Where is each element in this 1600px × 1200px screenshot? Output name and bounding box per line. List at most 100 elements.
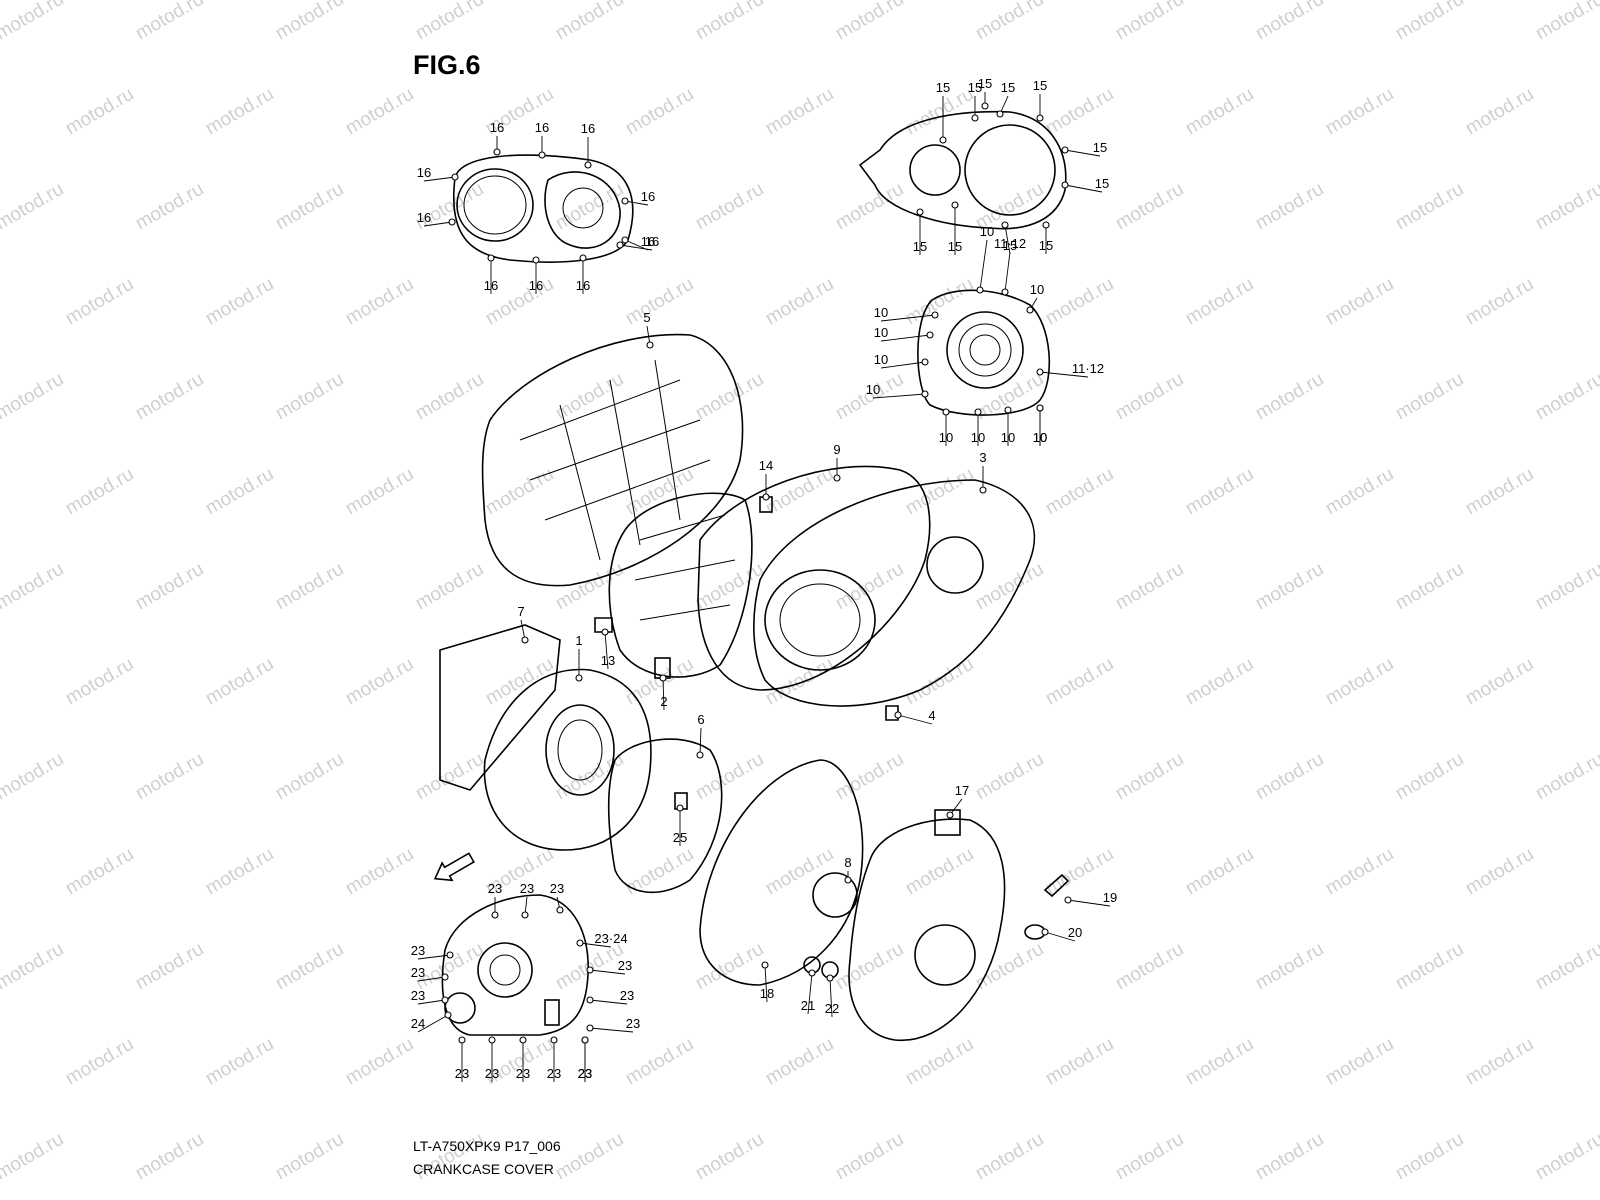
callout-clutch-cover: 10 [1033,430,1047,445]
callout-bottom-left-cover: 23 [578,1066,592,1081]
fastener-point [621,236,629,244]
callout-main: 21 [801,998,815,1013]
fastener-point [521,636,529,644]
fastener-point [521,911,529,919]
callout-main: 6 [697,712,704,727]
fastener-point [1064,896,1072,904]
callout-bottom-left-cover: 23 [626,1016,640,1031]
fastener-point [621,197,629,205]
fastener-point [939,136,947,144]
callout-main: 5 [643,310,650,325]
callout-top-left-cover: 16 [641,189,655,204]
callout-bottom-left-cover: 23 [488,881,502,896]
leader-line [872,393,926,399]
fastener-point [601,628,609,636]
leader-line [417,1014,449,1033]
fastener-point [488,1036,496,1044]
fastener-point [556,906,564,914]
fastener-point [1042,221,1050,229]
callout-bottom-left-cover: 23 [578,1066,592,1081]
callout-clutch-cover: 10 [971,430,985,445]
leader-line [880,334,931,342]
callout-bottom-left-cover: 23·24 [594,931,627,946]
fastener-point [996,110,1004,118]
fastener-point [519,1036,527,1044]
callout-main: 8 [844,855,851,870]
leader-line [589,999,628,1005]
callout-bottom-left-cover: 23 [516,1066,530,1081]
fastener-point [575,674,583,682]
shroud [608,492,753,678]
callout-clutch-cover: 10 [874,325,888,340]
callout-top-left-cover: 16 [490,120,504,135]
callout-top-left-cover: 16 [581,121,595,136]
callout-top-left-cover: 16 [417,210,431,225]
cover-17 [848,809,1006,1041]
callout-top-right-cover: 15 [1033,78,1047,93]
callout-bottom-left-cover: 23 [618,958,632,973]
callout-bottom-left-cover: 23 [520,881,534,896]
fastener-point [894,711,902,719]
leader-line [1067,899,1111,907]
leader-line [764,964,768,1003]
callout-main: 19 [1103,890,1117,905]
model-code: LT-A750XPK9 P17_006 [413,1138,561,1154]
callout-bottom-left-cover: 23 [547,1066,561,1081]
leader-line [423,176,456,182]
callout-main: 3 [979,450,986,465]
callout-main: 25 [673,830,687,845]
leader-line [1004,251,1011,293]
cover-16 [453,154,634,263]
callout-bottom-left-cover: 23 [411,943,425,958]
fastener-point [761,961,769,969]
callout-top-right-cover: 15 [978,76,992,91]
fastener-point [826,974,834,982]
callout-top-right-cover: 15 [968,80,982,95]
leader-line [417,954,451,960]
fastener-point [676,804,684,812]
gasket-18 [699,759,864,986]
callout-top-right-cover: 15 [1001,80,1015,95]
callout-bottom-left-cover: 24 [411,1016,425,1031]
gasket-9-cover-3 [697,465,1036,707]
leader-line [807,972,813,1015]
cover-5 [481,333,744,587]
fastener-point [444,1011,452,1019]
leader-line [829,977,833,1018]
fastener-point [487,254,495,262]
callout-top-left-cover: 16 [641,234,655,249]
fastener-point [1036,404,1044,412]
housing-1 [439,624,652,851]
callout-main: 13 [601,653,615,668]
callout-main: 9 [833,442,840,457]
leader-line [1064,149,1101,157]
callout-main: 7 [517,604,524,619]
callout-top-left-cover: 16 [484,278,498,293]
fastener-point [441,973,449,981]
leader-line [624,239,649,251]
clutch-cover [917,289,1051,416]
fastener-point [550,1036,558,1044]
callout-main: 18 [760,986,774,1001]
leader-line [880,361,926,369]
leader-line [979,239,988,291]
diagram-subtitle: CRANKCASE COVER [413,1161,554,1177]
fastener-point [586,996,594,1004]
callout-bottom-left-cover: 23 [411,988,425,1003]
callout-bottom-left-cover: 23 [550,881,564,896]
callout-top-right-cover: 15 [1039,238,1053,253]
small-parts [594,496,1070,979]
fastener-point [448,218,456,226]
callout-bottom-left-cover: 23 [411,965,425,980]
fastener-point [646,341,654,349]
fastener-point [916,208,924,216]
fastener-point [1041,928,1049,936]
leader-line [579,942,612,948]
callout-main: 4 [928,708,935,723]
leader-line [1004,224,1011,255]
fastener-point [926,331,934,339]
fastener-point [579,254,587,262]
fastener-point [921,358,929,366]
